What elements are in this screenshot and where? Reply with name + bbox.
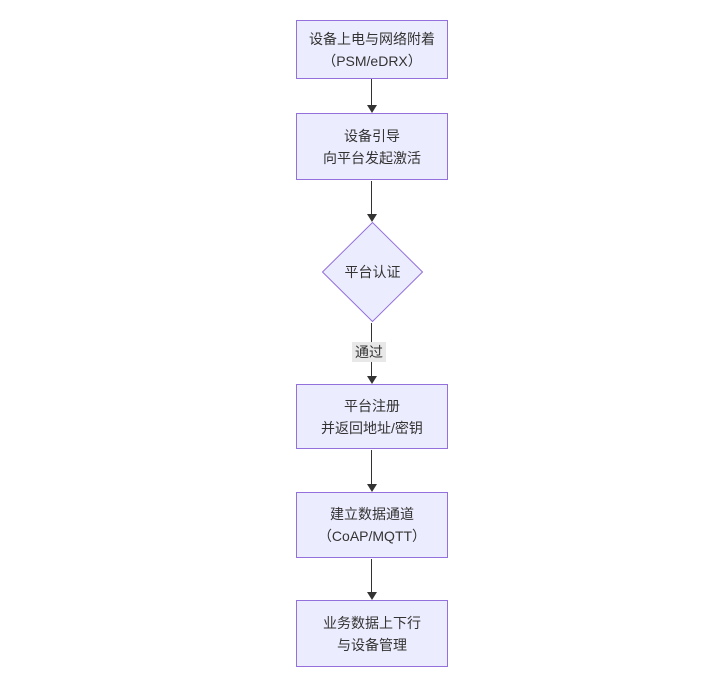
node-text-line: 设备上电与网络附着 bbox=[309, 30, 435, 47]
node-device-bootstrap: 设备引导 向平台发起激活 bbox=[296, 113, 448, 180]
node-text-line: （PSM/eDRX） bbox=[322, 52, 422, 69]
decision-label: 平台认证 bbox=[344, 264, 401, 280]
node-data-channel: 建立数据通道 （CoAP/MQTT） bbox=[296, 492, 448, 558]
edge-line bbox=[371, 181, 372, 215]
diamond-shape bbox=[322, 222, 423, 322]
node-text-line: 与设备管理 bbox=[337, 636, 407, 653]
node-text-line: 向平台发起激活 bbox=[323, 149, 421, 166]
node-text-line: 业务数据上下行 bbox=[323, 614, 421, 631]
node-text-line: 设备引导 bbox=[344, 127, 400, 144]
node-text-line: 平台注册 bbox=[344, 397, 400, 414]
node-text-line: （CoAP/MQTT） bbox=[317, 528, 427, 544]
node-text-line: 建立数据通道 bbox=[330, 506, 414, 522]
arrow-down-icon bbox=[367, 376, 377, 384]
arrow-down-icon bbox=[367, 105, 377, 113]
edge-label-pass: 通过 bbox=[352, 342, 386, 362]
edge-line bbox=[371, 450, 372, 485]
edge-line bbox=[371, 559, 372, 593]
node-business-data-management: 业务数据上下行 与设备管理 bbox=[296, 600, 448, 667]
node-text-line: 并返回地址/密钥 bbox=[321, 419, 423, 436]
node-power-network-attach: 设备上电与网络附着 （PSM/eDRX） bbox=[296, 20, 448, 79]
decision-platform-auth: 平台认证 bbox=[322, 222, 423, 322]
arrow-down-icon bbox=[367, 484, 377, 492]
arrow-down-icon bbox=[367, 592, 377, 600]
arrow-down-icon bbox=[367, 214, 377, 222]
edge-line bbox=[371, 79, 372, 106]
node-platform-register: 平台注册 并返回地址/密钥 bbox=[296, 384, 448, 449]
